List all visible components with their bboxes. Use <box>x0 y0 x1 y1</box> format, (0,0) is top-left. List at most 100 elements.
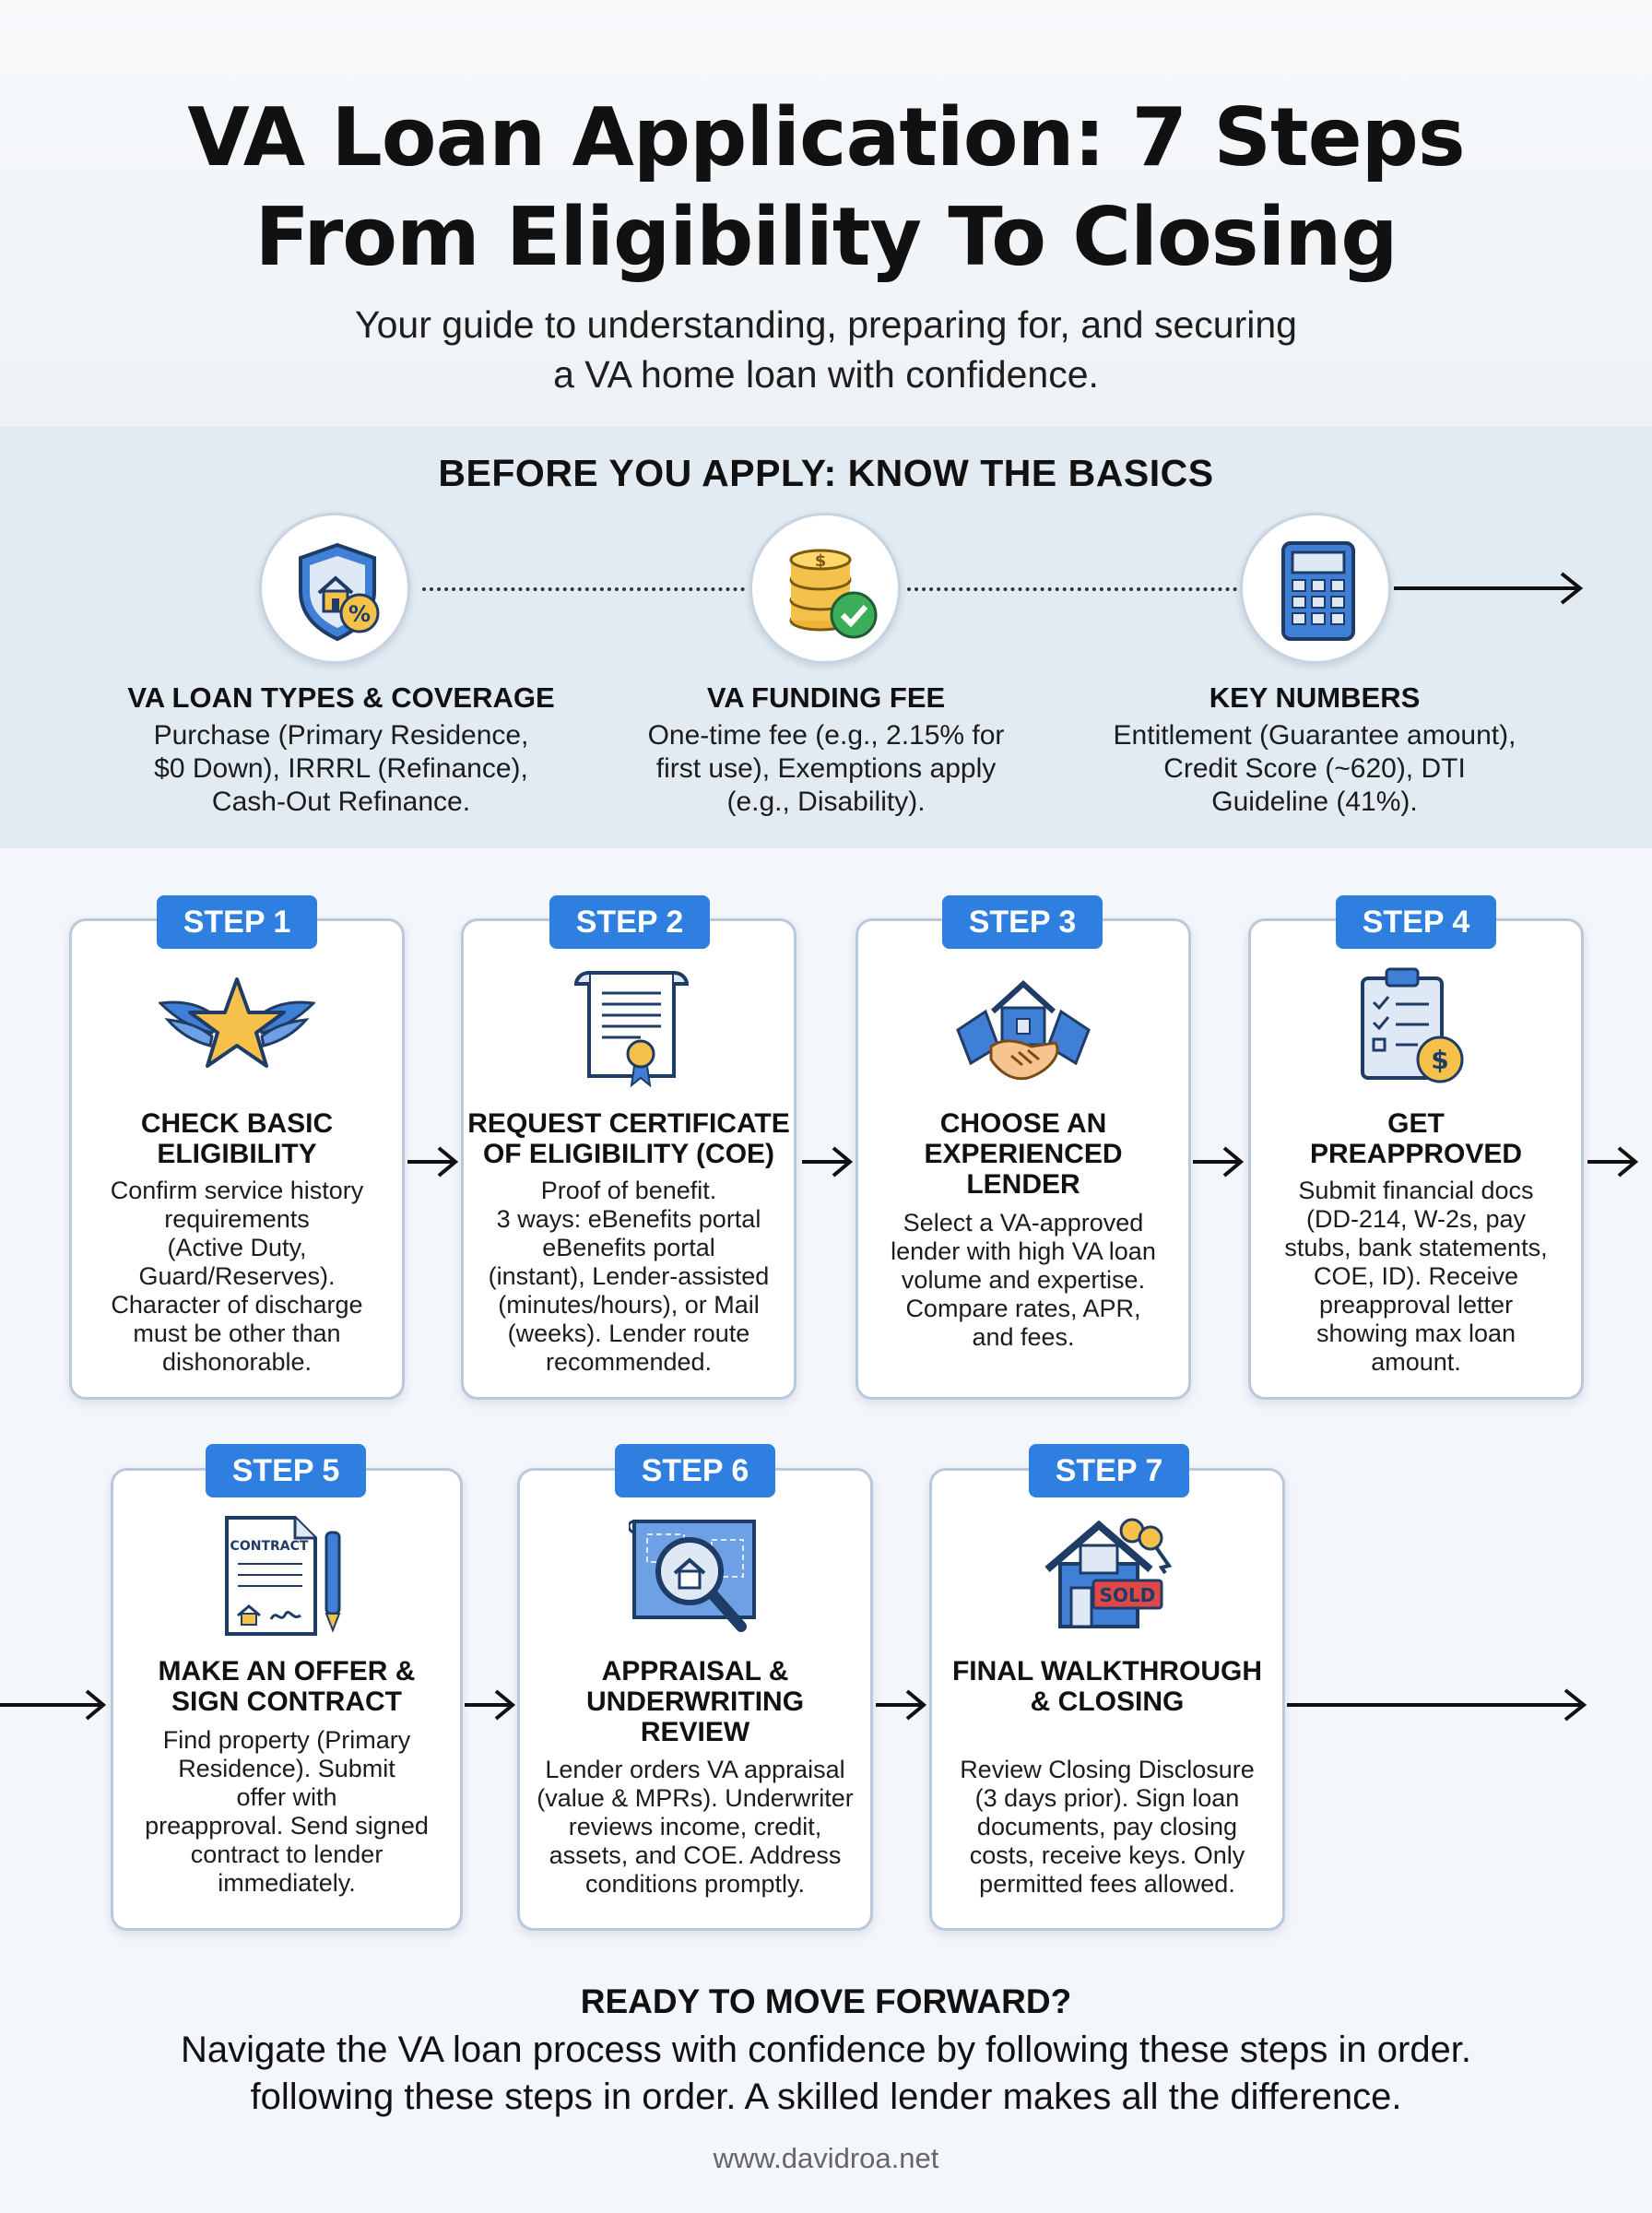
subtitle-line-2: a VA home loan with confidence. <box>553 353 1099 396</box>
header-band <box>0 0 1652 424</box>
basic-text-line: first use), Exemptions apply <box>655 753 997 784</box>
step-title-line: LENDER <box>966 1169 1080 1200</box>
step-text-line: immediately. <box>218 1869 356 1897</box>
step-text-line: offer with <box>236 1783 337 1811</box>
step-badge-3: STEP 3 <box>942 895 1103 949</box>
certificate-scroll-icon <box>573 971 690 1088</box>
step-badge-6: STEP 6 <box>615 1444 775 1497</box>
step-badge-7: STEP 7 <box>1029 1444 1189 1497</box>
step-text-line: dishonorable. <box>161 1348 313 1376</box>
basic-text-line: One-time fee (e.g., 2.15% for <box>647 720 1005 751</box>
step-text-line: volume and expertise. <box>901 1266 1146 1294</box>
step-badge-5: STEP 5 <box>206 1444 366 1497</box>
step-title-line: PREAPPROVED <box>1309 1139 1523 1169</box>
step-text-1: Confirm service history requirements (Ac… <box>78 1177 395 1377</box>
step-title-line: REVIEW <box>640 1717 750 1747</box>
step-text-line: Review Closing Disclosure <box>960 1756 1255 1783</box>
step-text-line: (DD-214, W-2s, pay <box>1305 1205 1527 1233</box>
step-text-line: (minutes/hours), or Mail <box>498 1291 760 1319</box>
basics-heading: BEFORE YOU APPLY: KNOW THE BASICS <box>438 452 1214 494</box>
step-text-line: preapproval. Send signed <box>145 1812 429 1840</box>
step-text-line: Guard/Reserves). <box>138 1262 336 1290</box>
step-title-line: APPRAISAL & <box>601 1656 789 1686</box>
sold-label: SOLD <box>1100 1584 1156 1606</box>
step-title-3: CHOOSE AN EXPERIENCED LENDER <box>865 1108 1182 1200</box>
basic-icon-circle-3 <box>1240 513 1391 664</box>
winged-star-icon <box>159 977 315 1068</box>
arrow-right-icon <box>876 1689 927 1721</box>
step-text-5: Find property (Primary Residence). Submi… <box>120 1726 454 1898</box>
step-text-4: Submit financial docs (DD-214, W-2s, pay… <box>1257 1177 1575 1377</box>
step-title-line: FINAL WALKTHROUGH <box>951 1656 1263 1686</box>
step-title-line: & CLOSING <box>1030 1686 1185 1717</box>
step-text-2: Proof of benefit. 3 ways: eBenefits port… <box>466 1177 792 1377</box>
basic-text-line: Purchase (Primary Residence, <box>153 720 529 751</box>
basic-text-3: Entitlement (Guarantee amount), Credit S… <box>1075 719 1554 819</box>
basic-icon-circle-2: $ <box>749 513 901 664</box>
subtitle-line-1: Your guide to understanding, preparing f… <box>355 303 1297 346</box>
contract-label: CONTRACT <box>230 1539 309 1554</box>
coins-check-icon: $ <box>789 549 878 639</box>
step-text-7: Review Closing Disclosure (3 days prior)… <box>934 1756 1280 1899</box>
calculator-icon <box>1281 541 1355 641</box>
page-subtitle: Your guide to understanding, preparing f… <box>0 300 1652 399</box>
step-title-line: ELIGIBILITY <box>157 1139 317 1169</box>
cta-title: READY TO MOVE FORWARD? <box>580 1982 1072 2020</box>
step-title-5: MAKE AN OFFER & SIGN CONTRACT <box>120 1656 454 1717</box>
step-text-line: permitted fees allowed. <box>979 1870 1235 1898</box>
step-text-line: Submit financial docs <box>1298 1177 1534 1204</box>
step-badge-2: STEP 2 <box>549 895 710 949</box>
step-text-line: must be other than <box>133 1320 341 1347</box>
basic-text-line: $0 Down), IRRRL (Refinance), <box>154 753 528 784</box>
step-text-line: Compare rates, APR, <box>905 1295 1141 1322</box>
step-badge-4: STEP 4 <box>1336 895 1496 949</box>
step-text-line: (value & MPRs). Underwriter <box>537 1784 854 1812</box>
footer-url[interactable]: www.davidroa.net <box>713 2142 939 2174</box>
step-badge-1: STEP 1 <box>157 895 317 949</box>
basic-text-line: Credit Score (~620), DTI <box>1163 753 1466 784</box>
cta-line-1: Navigate the VA loan process with confid… <box>180 2030 1472 2070</box>
step-title-line: REQUEST CERTIFICATE <box>467 1108 790 1139</box>
svg-text:$: $ <box>815 551 827 571</box>
step-title-line: GET <box>1387 1108 1445 1139</box>
cta-line-2: following these steps in order. A skille… <box>250 2077 1402 2117</box>
arrow-right-icon <box>1394 572 1584 605</box>
step-title-1: CHECK BASIC ELIGIBILITY <box>78 1108 395 1169</box>
step-text-line: documents, pay closing <box>976 1813 1238 1840</box>
basic-text-1: Purchase (Primary Residence, $0 Down), I… <box>101 719 581 819</box>
step-text-line: and fees. <box>972 1323 1075 1351</box>
step-text-line: contract to lender <box>190 1840 384 1868</box>
step-text-line: preapproval letter <box>1318 1291 1514 1319</box>
arrow-right-icon <box>465 1689 516 1721</box>
sold-house-keys-icon: SOLD <box>1044 1518 1173 1628</box>
step-text-line: 3 ways: eBenefits portal <box>496 1205 761 1233</box>
step-text-line: Confirm service history <box>110 1177 364 1204</box>
basic-title-2: VA FUNDING FEE <box>706 681 946 714</box>
contract-pen-icon: CONTRACT <box>225 1516 341 1636</box>
step-title-7: FINAL WALKTHROUGH & CLOSING <box>934 1656 1280 1717</box>
handshake-house-icon <box>956 979 1091 1081</box>
step-text-line: conditions promptly. <box>584 1870 806 1898</box>
clipboard-dollar-icon: $ <box>1361 967 1464 1083</box>
step-title-line: SIGN CONTRACT <box>171 1686 402 1717</box>
step-title-line: UNDERWRITING <box>585 1686 805 1717</box>
step-card-1 <box>69 918 405 1400</box>
step-text-line: lender with high VA loan <box>891 1237 1156 1265</box>
shield-house-percent-icon: % <box>299 542 380 642</box>
step-text-line: amount. <box>1371 1348 1461 1376</box>
step-title-line: EXPERIENCED <box>924 1139 1123 1169</box>
step-text-line: COE, ID). Receive <box>1313 1262 1519 1290</box>
arrow-right-icon <box>1587 1146 1639 1178</box>
step-text-line: eBenefits portal <box>542 1234 715 1261</box>
step-text-line: stubs, bank statements, <box>1284 1234 1548 1261</box>
basic-icon-circle-1: % <box>259 513 410 664</box>
title-line-2: From Eligibility To Closing <box>254 190 1398 284</box>
step-title-line: OF ELIGIBILITY (COE) <box>482 1139 775 1169</box>
step-text-3: Select a VA-approved lender with high VA… <box>865 1209 1182 1352</box>
basic-title-3: KEY NUMBERS <box>1209 681 1421 714</box>
basic-text-line: Guideline (41%). <box>1211 787 1418 817</box>
step-text-line: requirements <box>164 1205 310 1233</box>
step-title-line: MAKE AN OFFER & <box>158 1656 416 1686</box>
basic-text-line: Entitlement (Guarantee amount), <box>1113 720 1516 751</box>
basic-text-2: One-time fee (e.g., 2.15% for first use)… <box>586 719 1066 819</box>
